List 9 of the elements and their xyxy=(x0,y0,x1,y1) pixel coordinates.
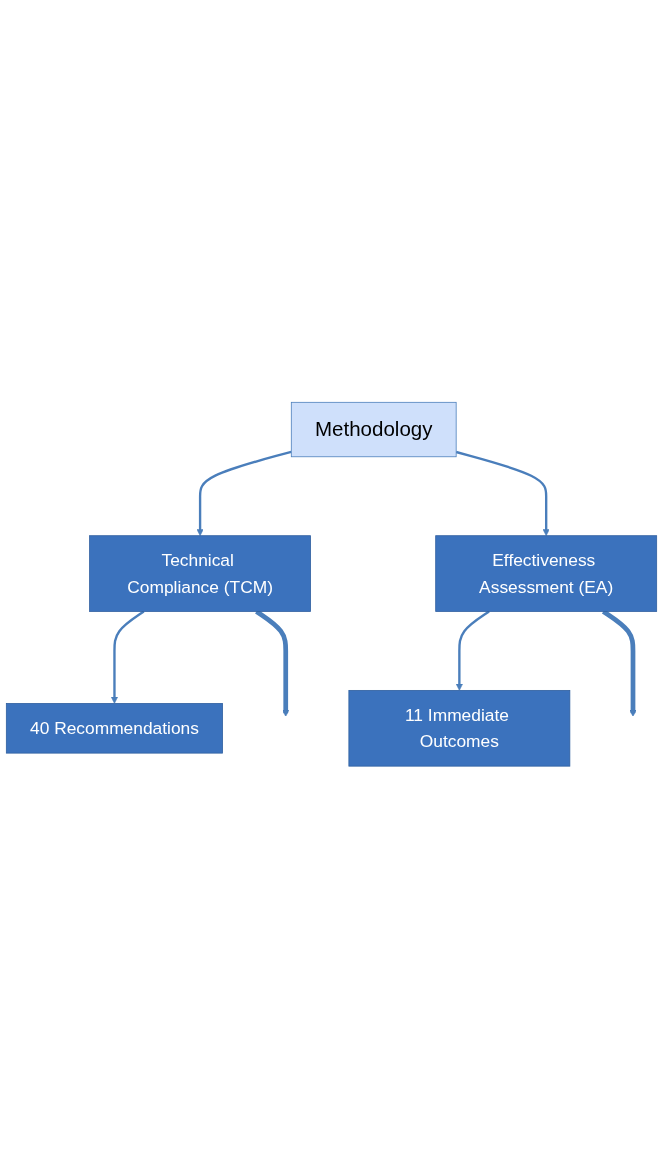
node-box: Methodology xyxy=(290,401,457,457)
node-box: Technical Compliance (TCM) xyxy=(89,535,311,612)
arrow xyxy=(111,610,145,704)
node-box: Effectiveness Assessment (EA) xyxy=(435,535,658,612)
arrow xyxy=(455,610,490,691)
node-box: 40 Recommendations xyxy=(5,702,223,754)
arrow xyxy=(196,450,292,536)
node-box: 11 Immediate Outcomes xyxy=(348,689,571,767)
arrow xyxy=(455,450,550,536)
